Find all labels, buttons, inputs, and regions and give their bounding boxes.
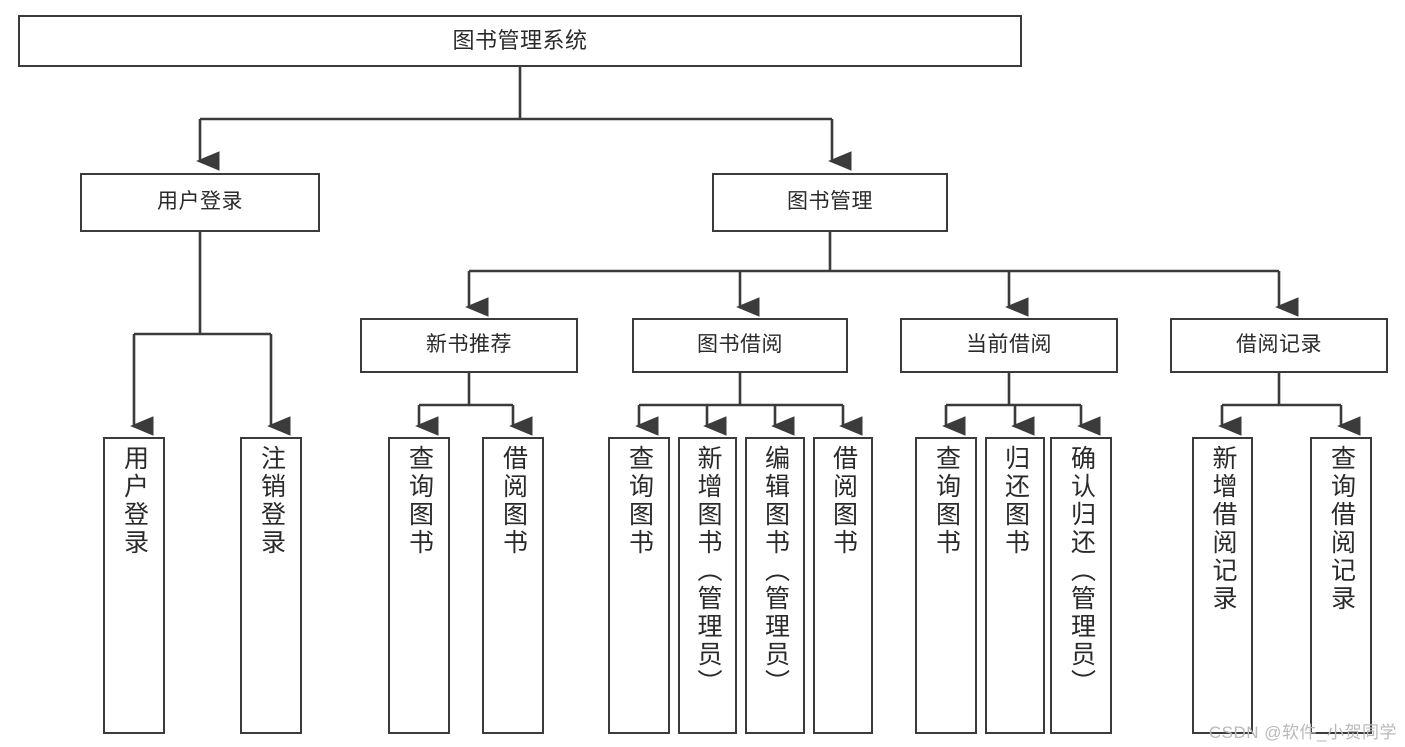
node-label: 图书借阅 xyxy=(697,333,783,357)
node-label: 用户登录 xyxy=(120,445,149,557)
node-leaf-confirm-return[interactable]: 确认归还（管理员） xyxy=(1050,437,1112,734)
node-label: 新增借阅记录 xyxy=(1209,445,1237,613)
node-leaf-edit-book[interactable]: 编辑图书（管理员） xyxy=(745,437,805,734)
node-new-book-recommend[interactable]: 新书推荐 xyxy=(360,318,578,373)
node-label: 当前借阅 xyxy=(966,333,1052,357)
node-label: 查询图书 xyxy=(932,445,961,557)
node-label: 查询图书 xyxy=(625,445,654,557)
node-label: 查询借阅记录 xyxy=(1327,445,1356,613)
node-label: 确认归还（管理员） xyxy=(1067,445,1096,697)
node-label: 图书管理 xyxy=(787,190,873,214)
node-leaf-logout[interactable]: 注销登录 xyxy=(240,437,302,734)
node-label: 注销登录 xyxy=(257,445,286,557)
node-label: 归还图书 xyxy=(1001,445,1030,557)
watermark-text: CSDN @软件_小贺同学 xyxy=(1208,723,1397,742)
node-label: 借阅图书 xyxy=(499,445,528,557)
node-leaf-add-book[interactable]: 新增图书（管理员） xyxy=(678,437,737,734)
node-root-system[interactable]: 图书管理系统 xyxy=(18,15,1022,67)
node-leaf-query-book-1[interactable]: 查询图书 xyxy=(388,437,450,734)
node-borrow-record[interactable]: 借阅记录 xyxy=(1170,318,1388,373)
node-label: 用户登录 xyxy=(157,190,243,214)
node-user-login[interactable]: 用户登录 xyxy=(80,173,320,232)
node-leaf-query-book-2[interactable]: 查询图书 xyxy=(608,437,670,734)
node-label: 编辑图书（管理员） xyxy=(761,445,790,697)
node-leaf-borrow-book-1[interactable]: 借阅图书 xyxy=(482,437,544,734)
node-label: 新书推荐 xyxy=(426,333,512,357)
node-label: 图书管理系统 xyxy=(452,28,588,54)
node-label: 查询图书 xyxy=(405,445,434,557)
node-leaf-borrow-book-2[interactable]: 借阅图书 xyxy=(813,437,873,734)
node-leaf-add-record[interactable]: 新增借阅记录 xyxy=(1192,437,1253,734)
node-current-borrow[interactable]: 当前借阅 xyxy=(900,318,1118,373)
node-label: 借阅记录 xyxy=(1236,333,1322,357)
node-leaf-query-record[interactable]: 查询借阅记录 xyxy=(1310,437,1372,734)
node-book-borrow[interactable]: 图书借阅 xyxy=(632,318,848,373)
node-leaf-return-book[interactable]: 归还图书 xyxy=(985,437,1045,734)
node-leaf-user-login[interactable]: 用户登录 xyxy=(103,437,165,734)
node-book-manage[interactable]: 图书管理 xyxy=(712,173,948,232)
node-label: 新增图书（管理员） xyxy=(694,445,722,697)
node-leaf-query-book-3[interactable]: 查询图书 xyxy=(915,437,977,734)
node-label: 借阅图书 xyxy=(829,445,858,557)
